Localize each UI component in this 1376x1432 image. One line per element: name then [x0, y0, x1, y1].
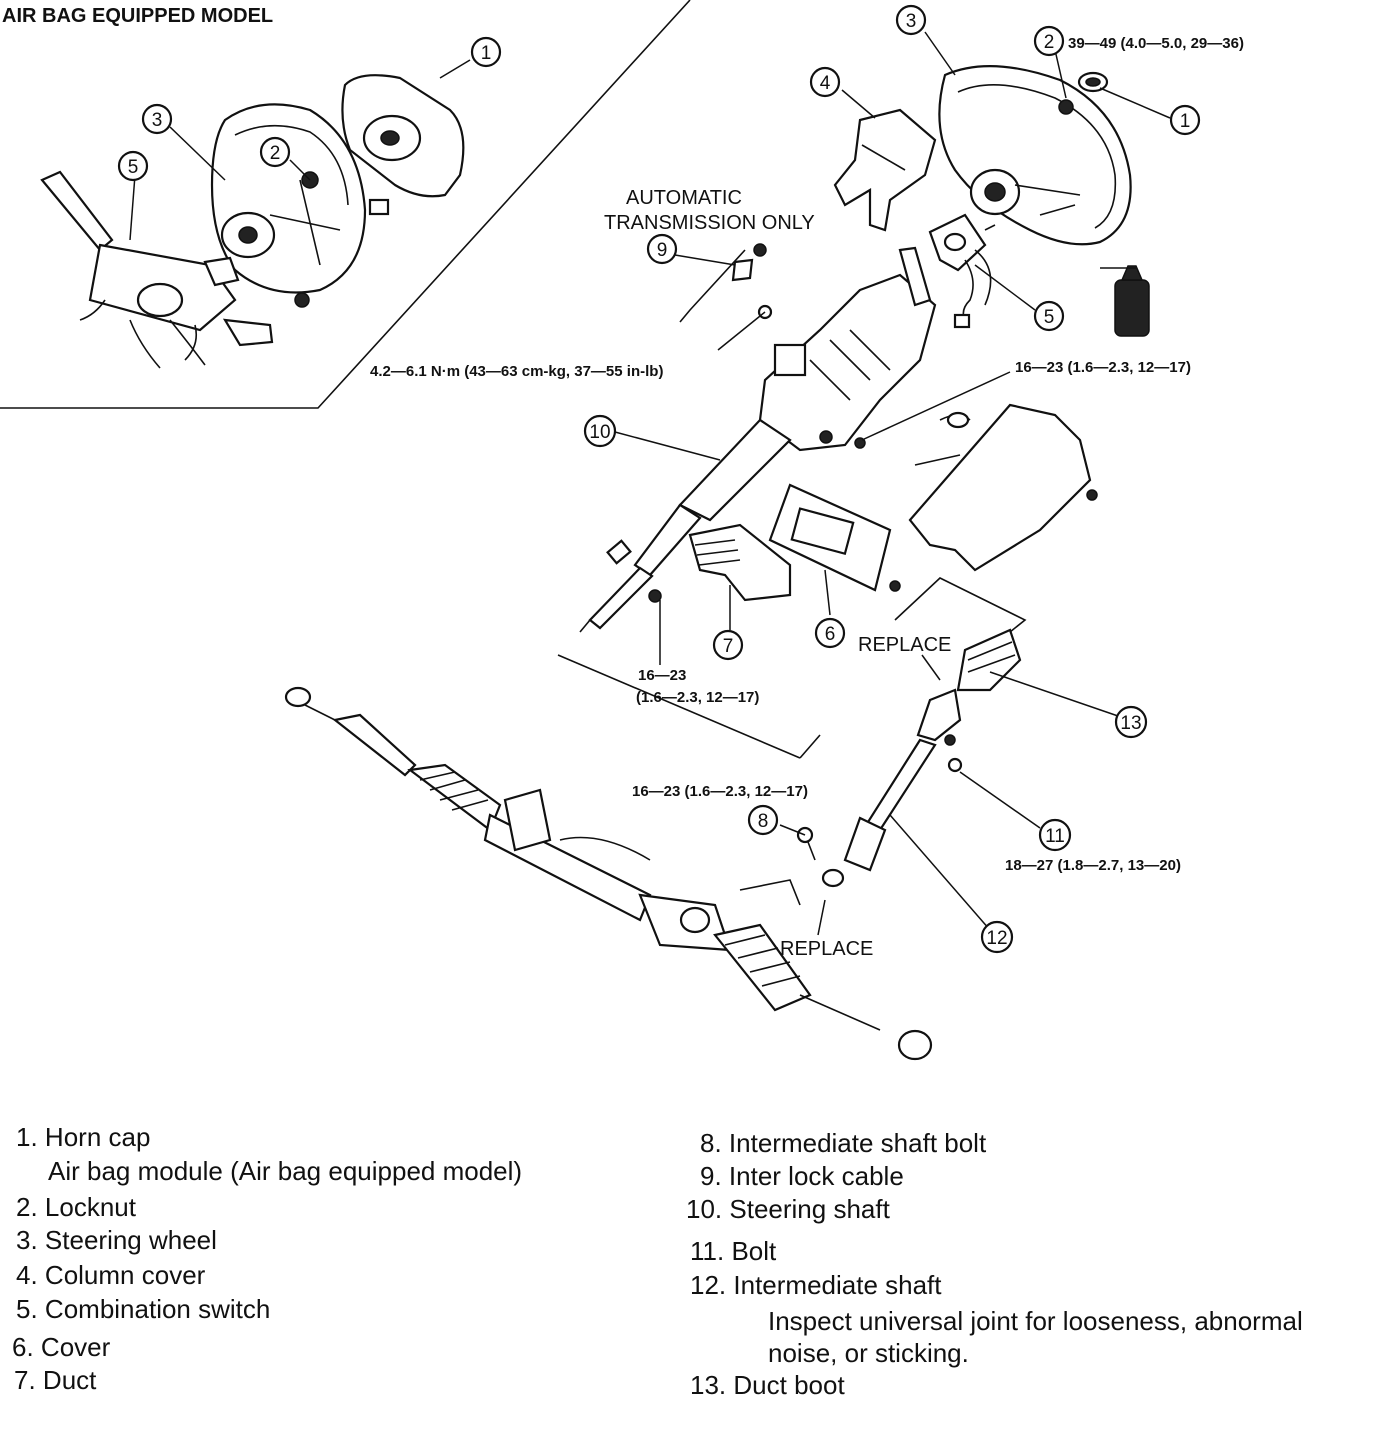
callout-3: 3 [895, 4, 927, 36]
svg-text:3: 3 [906, 11, 917, 32]
torque-joint-label: 16—23 (1.6—2.3, 12—17) [632, 783, 808, 800]
duct [688, 523, 792, 602]
column-cover [833, 108, 937, 232]
legend-item-1: 1. Horn cap [16, 1122, 151, 1152]
bracket-line-lower [557, 654, 801, 759]
legend-item-2: 2. Locknut [16, 1192, 136, 1222]
torque-locknut-label: 39—49 (4.0—5.0, 29—36) [1068, 35, 1244, 52]
callout-2-inset: 2 [259, 136, 291, 168]
svg-text:3: 3 [152, 110, 163, 131]
svg-text:1: 1 [1180, 111, 1191, 132]
legend-item-8: 8. Intermediate shaft bolt [700, 1128, 987, 1158]
legend-item-6: 6. Cover [12, 1332, 111, 1362]
cover [768, 483, 901, 592]
callout-3-inset: 3 [141, 103, 173, 135]
torque-lower-label-1: 16—23 [638, 667, 686, 684]
svg-text:9: 9 [657, 240, 668, 261]
torque-bolt-label: 18—27 (1.8—2.7, 13—20) [1005, 857, 1181, 874]
lower-column-cover [908, 403, 1098, 572]
callout-5: 5 [1033, 300, 1065, 332]
callout-2: 2 [1033, 25, 1065, 57]
legend-right-column: 8. Intermediate shaft bolt 9. Inter lock… [660, 1126, 1376, 1416]
torque-lower-label-2: (1.6—2.3, 12—17) [636, 689, 759, 706]
svg-text:1: 1 [481, 43, 492, 64]
legend-left-column: 1. Horn cap Air bag module (Air bag equi… [0, 1120, 660, 1410]
replace-label-upper: REPLACE [858, 634, 951, 656]
torque-column-label: 16—23 (1.6—2.3, 12—17) [1015, 359, 1191, 376]
svg-text:10: 10 [589, 422, 610, 443]
legend-item-12-note-1: Inspect universal joint for looseness, a… [768, 1306, 1303, 1336]
legend-item-4: 4. Column cover [16, 1260, 206, 1290]
legend-item-10: 10. Steering shaft [686, 1194, 890, 1224]
replace-label-lower: REPLACE [780, 938, 873, 960]
duct-boot [956, 628, 1022, 692]
torque-cable-label: 4.2—6.1 N·m (43—63 cm-kg, 37—55 in-lb) [370, 363, 663, 380]
legend-item-3: 3. Steering wheel [16, 1225, 217, 1255]
legend-item-11: 11. Bolt [690, 1236, 777, 1266]
svg-text:12: 12 [986, 928, 1007, 949]
automatic-label: AUTOMATIC [626, 187, 742, 209]
legend-item-5: 5. Combination switch [16, 1294, 271, 1324]
svg-text:2: 2 [270, 143, 281, 164]
callout-8: 8 [747, 804, 779, 836]
locknut-main [1058, 99, 1074, 115]
svg-text:11: 11 [1045, 826, 1065, 847]
callout-1: 1 [1169, 104, 1201, 136]
horn-cap [1077, 71, 1109, 93]
svg-text:5: 5 [1044, 307, 1055, 328]
combination-switch [928, 213, 996, 329]
legend-item-12: 12. Intermediate shaft [690, 1270, 942, 1300]
svg-text:13: 13 [1120, 713, 1141, 734]
steering-exploded-diagram: AIR BAG EQUIPPED MODEL [0, 0, 1244, 1061]
intermediate-shaft [796, 688, 963, 888]
svg-text:7: 7 [723, 636, 734, 657]
svg-text:8: 8 [758, 811, 769, 832]
airbag-inset-border [0, 0, 691, 409]
svg-text:6: 6 [825, 624, 836, 645]
transmission-only-label: TRANSMISSION ONLY [604, 212, 815, 234]
airbag-model-heading: AIR BAG EQUIPPED MODEL [2, 5, 273, 27]
callout-12: 12 [980, 920, 1014, 954]
interlock-cable [679, 243, 773, 351]
bracket-line-replace [894, 577, 1027, 633]
inset-airbag-module [341, 74, 465, 216]
legend-item-13: 13. Duct boot [690, 1370, 845, 1400]
legend-item-7: 7. Duct [14, 1365, 97, 1395]
legend-item-9: 9. Inter lock cable [700, 1161, 904, 1191]
callout-1-inset: 1 [470, 36, 502, 68]
steering-wheel [938, 65, 1132, 246]
callout-7: 7 [712, 629, 744, 661]
inset-combination-switch [40, 170, 274, 369]
steering-shaft [579, 418, 792, 633]
callout-9: 9 [646, 233, 678, 265]
callout-6: 6 [814, 617, 846, 649]
grease-bottle [1100, 265, 1150, 337]
callout-4: 4 [809, 66, 841, 98]
steering-rack [284, 686, 933, 1061]
legend-item-12-note-2: noise, or sticking. [768, 1338, 969, 1368]
callout-13: 13 [1114, 705, 1148, 739]
legend-item-1-note: Air bag module (Air bag equipped model) [48, 1156, 523, 1186]
steering-column [758, 246, 937, 452]
svg-text:4: 4 [820, 73, 831, 94]
svg-text:2: 2 [1044, 32, 1055, 53]
svg-text:5: 5 [128, 157, 139, 178]
callout-11: 11 [1038, 818, 1072, 852]
callout-10: 10 [583, 414, 617, 448]
callout-5-inset: 5 [117, 150, 149, 182]
bracket-line-lower-end [799, 734, 821, 759]
